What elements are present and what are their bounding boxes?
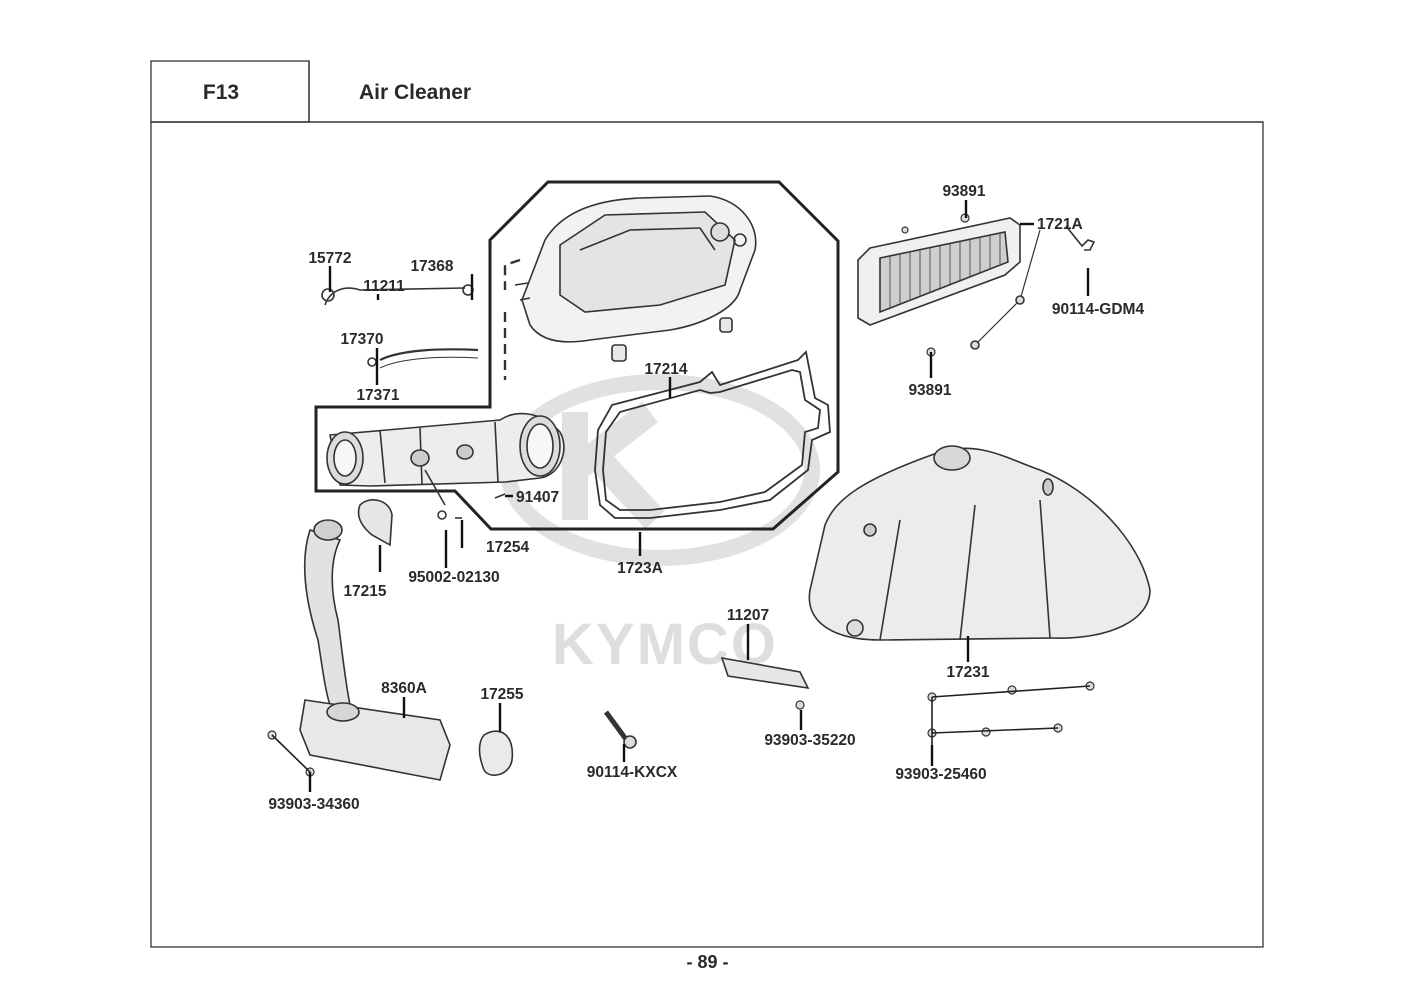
resonator-part [299, 519, 451, 781]
label-91407: 91407 [516, 489, 559, 506]
leader-lines [308, 200, 1090, 792]
label-8360A: 8360A [381, 680, 427, 697]
label-90114-KXCX: 90114-KXCX [587, 764, 678, 781]
label-1721A: 1721A [1037, 216, 1083, 233]
label-93903-35220: 93903-35220 [764, 732, 855, 749]
label-17254: 17254 [486, 539, 529, 556]
page-number: - 89 - [686, 952, 729, 972]
gasket-part [594, 350, 831, 519]
label-93891-bottom: 93891 [908, 382, 951, 399]
label-93903-25460: 93903-25460 [895, 766, 986, 783]
label-17231: 17231 [946, 664, 989, 681]
label-17370: 17370 [340, 331, 383, 348]
label-95002-02130: 95002-02130 [408, 569, 499, 586]
cover-part [808, 445, 1151, 641]
label-17371: 17371 [356, 387, 399, 404]
label-15772: 15772 [308, 250, 351, 267]
label-90114-GDM4: 90114-GDM4 [1052, 301, 1145, 318]
header [150, 60, 1264, 948]
cleaner-case-part [503, 195, 757, 380]
label-17255: 17255 [480, 686, 523, 703]
part-labels: 15772 11211 17368 17370 17371 93891 1721… [268, 183, 1144, 813]
label-17368: 17368 [410, 258, 453, 275]
label-93903-34360: 93903-34360 [268, 796, 359, 813]
figure-title: Air Cleaner [359, 81, 471, 104]
small-parts [321, 284, 810, 776]
filter-element-part [857, 217, 1096, 350]
label-11211: 11211 [363, 278, 405, 295]
k-mark [562, 401, 665, 529]
label-1723A: 1723A [617, 560, 663, 577]
intake-duct-part [326, 412, 565, 506]
label-17214: 17214 [644, 361, 687, 378]
label-11207: 11207 [727, 607, 769, 624]
assembly-outline [314, 180, 840, 531]
label-17215: 17215 [343, 583, 386, 600]
diagram-frame [150, 121, 1264, 948]
screw-links [271, 685, 1091, 773]
figure-code: F13 [203, 81, 239, 104]
label-93891-top: 93891 [942, 183, 985, 200]
